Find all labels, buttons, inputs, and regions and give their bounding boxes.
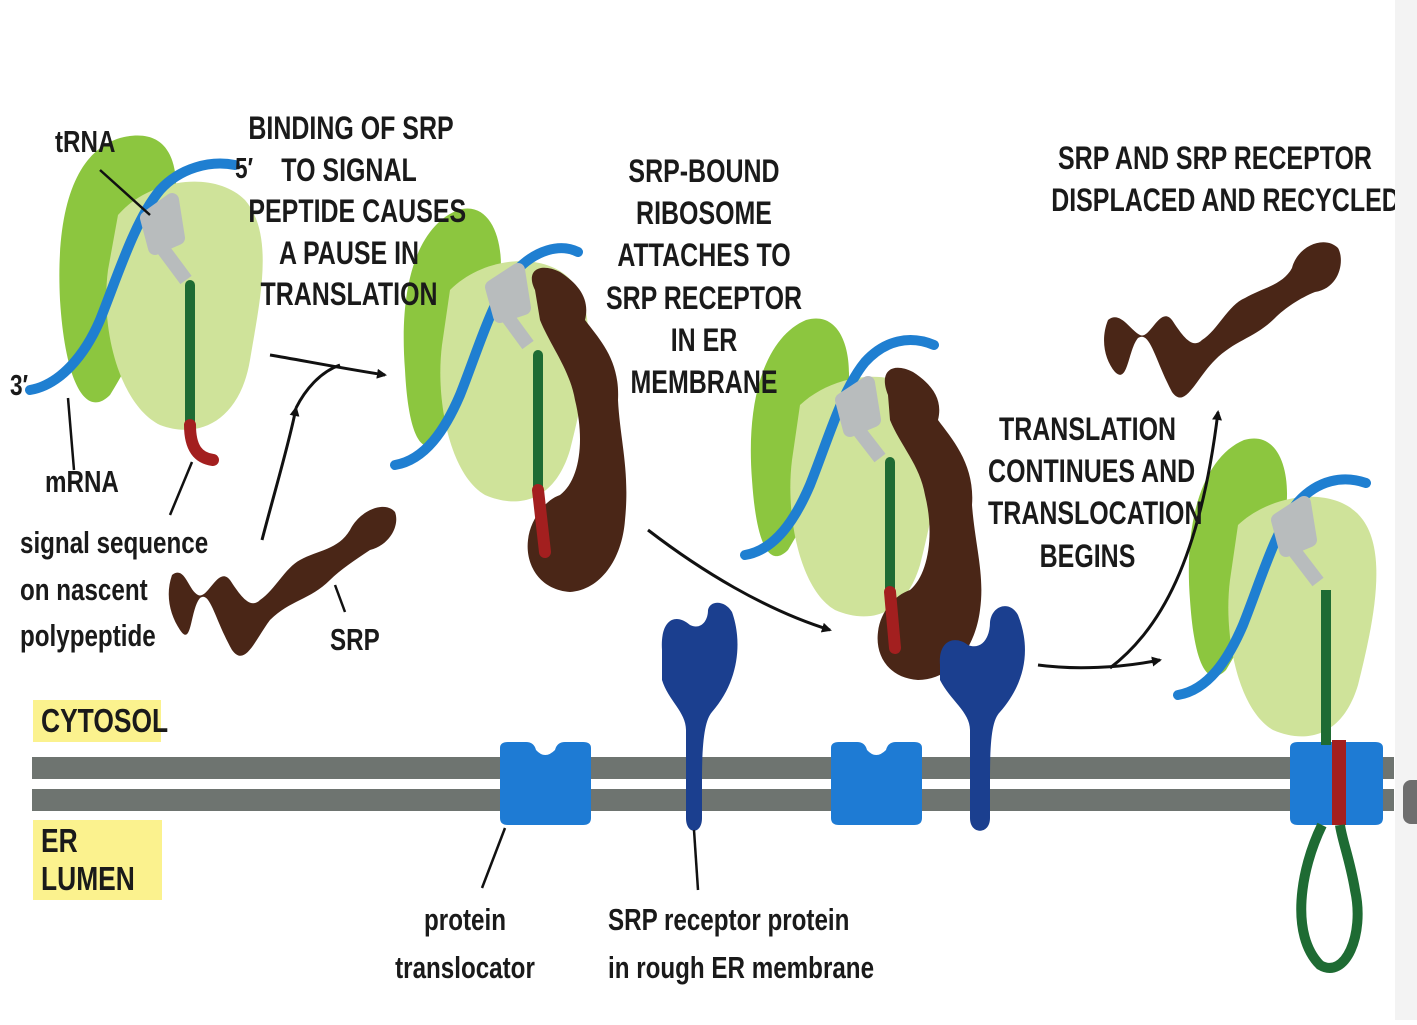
protein-translocator-label: protein translocator: [395, 902, 535, 986]
five-prime-label: 5′: [235, 153, 254, 185]
ribosome-stage-1: [25, 135, 263, 466]
caption-binding: BINDING OF SRP TO SIGNAL PEPTIDE CAUSES …: [248, 110, 467, 313]
srp-label: SRP: [330, 622, 380, 657]
caption-continues: TRANSLATION CONTINUES AND TRANSLOCATION …: [988, 411, 1203, 574]
ribosome-stage-2: [390, 208, 627, 592]
protein-translocator-closed: [500, 742, 591, 825]
srp-free: [168, 506, 397, 656]
er-membrane: [32, 757, 1394, 811]
trna-label: tRNA: [55, 124, 116, 159]
srp-receptor-docked: [939, 606, 1025, 831]
srp-receptor-label: SRP receptor protein in rough ER membran…: [608, 902, 875, 986]
cytosol-tag: CYTOSOL: [33, 700, 168, 742]
ribosome-stage-3: [740, 318, 982, 680]
srp-receptor-free: [661, 602, 738, 831]
cytosol-label: CYTOSOL: [41, 702, 169, 739]
ribosome-stage-4: [1173, 438, 1377, 737]
er-lumen-label: ER LUMEN: [41, 822, 135, 897]
protein-translocator-active: [1290, 590, 1383, 973]
srp-recycled: [1104, 242, 1341, 398]
er-lumen-tag: ER LUMEN: [33, 820, 162, 900]
caption-recycled: SRP AND SRP RECEPTOR DISPLACED AND RECYC…: [1051, 140, 1400, 219]
process-arrows: [260, 353, 1222, 670]
pointer-lines: [66, 169, 700, 891]
protein-translocator-docked: [831, 742, 922, 825]
three-prime-label: 3′: [10, 370, 29, 402]
viewer-edge: [1395, 0, 1417, 1020]
scroll-handle[interactable]: [1403, 780, 1417, 824]
signal-sequence-label: signal sequence on nascent polypeptide: [20, 525, 209, 653]
mrna-label: mRNA: [45, 464, 119, 499]
caption-attaches: SRP-BOUND RIBOSOME ATTACHES TO SRP RECEP…: [605, 153, 803, 401]
